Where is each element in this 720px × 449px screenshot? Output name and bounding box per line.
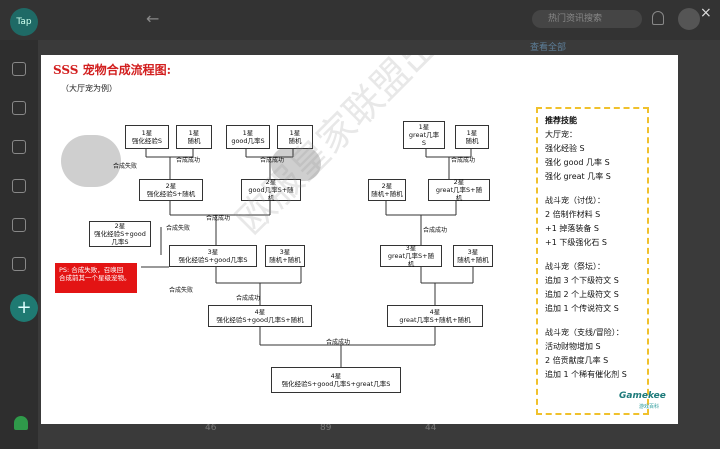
avatar[interactable] xyxy=(678,8,700,30)
doc-title: SSS 宠物合成流程图: xyxy=(53,63,172,77)
trophy-icon[interactable] xyxy=(12,101,26,115)
tips-line: +1 掉落装备 S xyxy=(545,224,599,233)
share-count[interactable]: 44 xyxy=(425,423,437,433)
tips-line: 战斗宠（讨伐）： xyxy=(545,196,605,205)
success-label: 合成成功 xyxy=(423,227,448,234)
comment-count[interactable]: 89 xyxy=(320,423,332,433)
flow-box: 1星 great几率 S xyxy=(403,121,445,149)
flow-box: 1星 随机 xyxy=(176,125,212,149)
success-label: 合成成功 xyxy=(236,295,261,302)
tips-line: 追加 3 个下级符文 S xyxy=(545,276,619,285)
search-input[interactable]: 热门资讯搜索 xyxy=(532,10,642,28)
gamekee-logo: Gamekee xyxy=(619,391,666,401)
tips-line: 追加 1 个稀有催化剂 S xyxy=(545,370,627,379)
success-label: 合成成功 xyxy=(206,215,231,222)
tips-line: 追加 2 个上级符文 S xyxy=(545,290,619,299)
fail-label: 合成失败 xyxy=(113,163,138,170)
android-icon[interactable] xyxy=(14,416,28,430)
recommended-skills-panel: 推荐技能大厅宠： 强化经验 S 强化 good 几率 S 强化 great 几率 S 战… xyxy=(536,107,649,415)
gray-blob-left xyxy=(61,135,121,187)
tips-gap xyxy=(545,184,640,194)
tips-line: 强化 good 几率 S xyxy=(545,158,610,167)
game-icon[interactable] xyxy=(12,140,26,154)
tips-gap xyxy=(545,250,640,260)
ps-note: PS: 合成失败，召唤回 合成前其一个星级宠物。 xyxy=(55,263,137,293)
tips-line: 活动财物增加 S xyxy=(545,342,601,351)
tips-line: +1 下级强化石 S xyxy=(545,238,607,247)
tips-line: 战斗宠（支线/冒险）： xyxy=(545,328,624,337)
handshake-icon[interactable] xyxy=(12,218,26,232)
flow-box: 3星 随机+随机 xyxy=(453,245,493,267)
chat-icon[interactable] xyxy=(12,179,26,193)
flow-box: 1星 随机 xyxy=(455,125,489,149)
app-logo[interactable]: Tap xyxy=(10,8,38,36)
image-viewer: SSS 宠物合成流程图: （大厅宠为例） 1星 强化经验S 1星 随机 1星 xyxy=(41,55,678,424)
view-all-link[interactable]: 查看全部 xyxy=(530,43,567,53)
like-count[interactable]: 46 xyxy=(205,423,217,433)
flow-box: 2星 good几率S+随 机 xyxy=(241,178,301,202)
success-label: 合成成功 xyxy=(326,339,351,346)
fail-label: 合成失败 xyxy=(166,225,191,232)
flow-box: 2星 great几率S+随 机 xyxy=(428,178,490,202)
success-label: 合成成功 xyxy=(260,157,285,164)
bell-icon[interactable] xyxy=(652,11,664,25)
flow-box: 1星 good几率S xyxy=(226,125,270,149)
fail-label: 合成失败 xyxy=(169,287,194,294)
flow-box: 4星 强化经验S+good几率S+great几率S xyxy=(271,367,401,393)
flow-box: 2星 强化经验S+good 几率S xyxy=(89,221,151,247)
flow-box: 3星 great几率S+随 机 xyxy=(380,244,442,268)
tips-heading: 推荐技能 xyxy=(545,116,577,125)
flow-box: 4星 great几率S+随机+随机 xyxy=(387,305,483,327)
flow-box: 1星 随机 xyxy=(277,125,313,149)
message-icon[interactable] xyxy=(12,257,26,271)
flow-box: 1星 强化经验S xyxy=(125,125,169,149)
tips-line: 强化 great 几率 S xyxy=(545,172,611,181)
gray-blob-right xyxy=(271,147,321,181)
flow-box: 3星 强化经验S+good几率S xyxy=(169,245,257,267)
close-button[interactable]: × xyxy=(700,5,712,21)
success-label: 合成成功 xyxy=(176,157,201,164)
tips-gap xyxy=(545,316,640,326)
flow-box: 2星 强化经验S+随机 xyxy=(139,179,203,201)
flow-box: 3星 随机+随机 xyxy=(265,245,305,267)
gamekee-logo-sub: 游戏百科 xyxy=(639,404,660,410)
doc-subtitle: （大厅宠为例） xyxy=(61,84,117,93)
tips-line: 战斗宠（祭坛）： xyxy=(545,262,605,271)
success-label: 合成成功 xyxy=(451,157,476,164)
flow-connectors xyxy=(141,149,474,367)
left-sidebar xyxy=(0,40,38,449)
tips-line: 大厅宠： xyxy=(545,130,577,139)
tips-line: 强化经验 S xyxy=(545,144,585,153)
back-arrow-icon[interactable]: ← xyxy=(146,9,160,28)
flow-box: 4星 强化经验S+good几率S+随机 xyxy=(208,305,312,327)
tips-line: 2 倍制作材料 S xyxy=(545,210,601,219)
tips-line: 追加 1 个传说符文 S xyxy=(545,304,619,313)
flow-box: 2星 随机+随机 xyxy=(368,179,406,201)
home-icon[interactable] xyxy=(12,62,26,76)
add-button[interactable]: + xyxy=(10,294,38,322)
tips-line: 2 倍贡献度几率 S xyxy=(545,356,609,365)
